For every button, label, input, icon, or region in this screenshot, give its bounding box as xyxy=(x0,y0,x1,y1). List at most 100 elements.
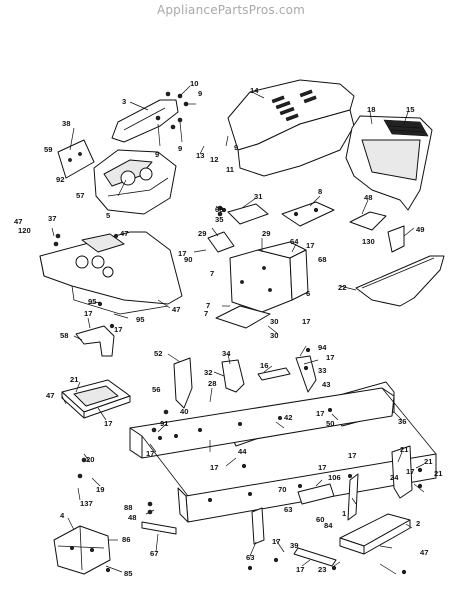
callout-label: 43 xyxy=(322,380,330,389)
callout-label: 7 xyxy=(204,309,208,318)
part-small-plate xyxy=(57,139,95,179)
callout-label: 137 xyxy=(80,499,93,508)
callout-label: 5 xyxy=(106,211,111,220)
callout-label: 6 xyxy=(306,289,310,298)
part-step-plate xyxy=(339,513,411,555)
callout-label: 17 xyxy=(178,249,186,258)
callout-label: 21 xyxy=(434,469,443,478)
callout-label: 47 xyxy=(120,229,128,238)
callout-label: 38 xyxy=(62,119,70,128)
callout-label: 85 xyxy=(124,569,133,578)
callout-label: 17 xyxy=(306,241,314,250)
callout-label: 29 xyxy=(198,229,206,238)
callout-label: 47 xyxy=(172,305,180,314)
callout-label: 13 xyxy=(196,151,204,160)
callout-label: 4 xyxy=(60,511,65,520)
callout-label: 48 xyxy=(364,193,372,202)
callout-label: 47 xyxy=(46,391,54,400)
part-support-tower xyxy=(207,231,309,329)
part-hood xyxy=(227,79,355,177)
callout-label: 86 xyxy=(122,535,130,544)
callout-label: 21 xyxy=(400,445,409,454)
part-pedal-bracket xyxy=(173,355,317,409)
callout-label: 17 xyxy=(406,467,414,476)
callout-label: 37 xyxy=(48,214,56,223)
callout-label: 92 xyxy=(56,175,64,184)
callout-label: 17 xyxy=(84,309,92,318)
callout-label: 11 xyxy=(226,165,235,174)
callout-label: 12 xyxy=(210,155,218,164)
callout-label: 58 xyxy=(60,331,68,340)
callout-label: 29 xyxy=(262,229,270,238)
callout-label: 57 xyxy=(76,191,84,200)
callout-label: 95 xyxy=(88,297,97,306)
callout-label: 8 xyxy=(318,187,322,196)
callout-label: 17 xyxy=(302,317,310,326)
callout-label: 68 xyxy=(215,205,223,214)
callout-label: 42 xyxy=(284,413,292,422)
callout-label: 3 xyxy=(122,97,126,106)
callout-label: 33 xyxy=(318,366,326,375)
callout-label: 60 xyxy=(316,515,324,524)
callout-label: 24 xyxy=(390,473,399,482)
callout-label: 34 xyxy=(222,349,231,358)
callout-label: 21 xyxy=(70,375,79,384)
watermark-text: AppliancePartsPros.com xyxy=(157,3,305,17)
callout-label: 95 xyxy=(136,315,145,324)
callout-label: 17 xyxy=(210,463,218,472)
callout-label: 64 xyxy=(290,237,299,246)
fasteners xyxy=(53,207,423,575)
callout-label: 17 xyxy=(316,409,324,418)
callout-label: 18 xyxy=(367,105,375,114)
callout-label: 30 xyxy=(270,317,278,326)
callout-label: 21 xyxy=(424,457,433,466)
callout-label: 63 xyxy=(284,505,292,514)
callout-label: 94 xyxy=(318,343,327,352)
callout-label: 35 xyxy=(215,215,224,224)
callout-label: 106 xyxy=(328,473,341,482)
callout-label: 39 xyxy=(290,541,298,550)
callout-label: 56 xyxy=(152,385,160,394)
part-rear-bracket xyxy=(391,445,413,499)
part-mount-bracket xyxy=(75,325,115,357)
callout-label: 84 xyxy=(324,521,333,530)
callout-label: 9 xyxy=(155,150,159,159)
callout-label: 16 xyxy=(260,361,268,370)
callout-label: 7 xyxy=(210,269,214,278)
callout-label: 90 xyxy=(184,255,192,264)
callout-label: 52 xyxy=(154,349,162,358)
part-side-panel xyxy=(355,255,445,307)
callout-label: 17 xyxy=(318,463,326,472)
callout-label: 2 xyxy=(416,519,420,528)
callout-label: 28 xyxy=(208,379,216,388)
callout-label: 68 xyxy=(318,255,326,264)
callout-label: 70 xyxy=(278,485,286,494)
callout-label: 9 xyxy=(234,143,238,152)
callout-label: 10 xyxy=(190,79,198,88)
callout-label: 17 xyxy=(296,565,304,574)
part-lower-links xyxy=(141,507,337,567)
callout-label: 7 xyxy=(206,301,210,310)
callout-label: 17 xyxy=(114,325,122,334)
callout-label: 59 xyxy=(44,145,52,154)
callout-label: 32 xyxy=(204,368,212,377)
callout-label: 50 xyxy=(326,419,334,428)
callout-label: 31 xyxy=(254,192,263,201)
callout-label: 15 xyxy=(406,105,415,114)
callout-label: 9 xyxy=(198,89,202,98)
callout-label: 22 xyxy=(338,283,346,292)
part-dash-panel xyxy=(39,231,183,315)
callout-label: 17 xyxy=(104,419,112,428)
callout-label: 14 xyxy=(250,86,259,95)
part-battery-tray xyxy=(61,379,131,419)
callout-label: 17 xyxy=(272,537,280,546)
callout-label: 48 xyxy=(128,513,136,522)
callout-label: 49 xyxy=(416,225,424,234)
callout-label: 91 xyxy=(160,419,169,428)
callout-label: 47 xyxy=(420,548,428,557)
callout-label: 17 xyxy=(146,449,154,458)
callout-labels: 10 3 9 9 9 14 18 15 38 59 92 57 5 13 12 … xyxy=(14,79,443,578)
callout-label: 120 xyxy=(18,226,31,235)
callout-label: 20 xyxy=(86,455,94,464)
